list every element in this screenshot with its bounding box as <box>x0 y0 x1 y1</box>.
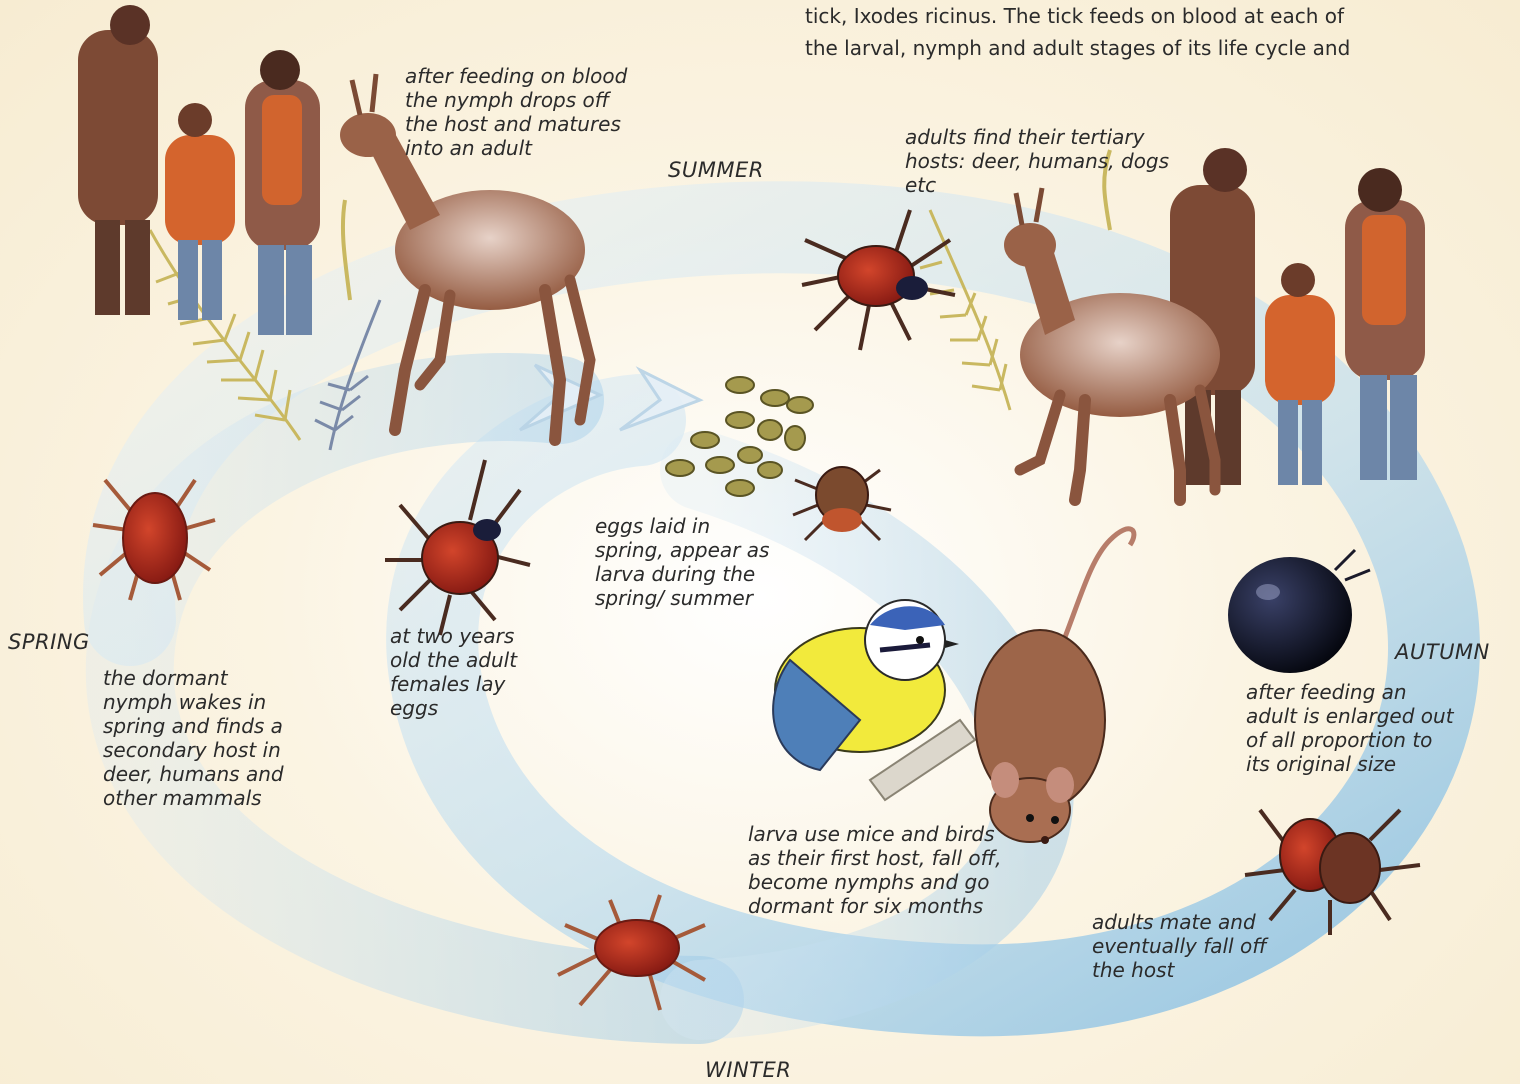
season-winter: WINTER <box>705 1058 791 1082</box>
label-eggs-laid: eggs laid in spring, appear as larva dur… <box>595 514 769 610</box>
label-nymph-drops: after feeding on blood the nymph drops o… <box>405 64 627 160</box>
label-dormant-nymph: the dormant nymph wakes in spring and fi… <box>103 666 284 810</box>
family-left <box>78 5 320 335</box>
intro-text: tick, Ixodes ricinus. The tick feeds on … <box>805 0 1505 64</box>
season-spring: SPRING <box>8 630 90 654</box>
season-autumn: AUTUMN <box>1395 640 1490 664</box>
label-enlarged: after feeding an adult is enlarged out o… <box>1246 680 1454 776</box>
season-summer: SUMMER <box>668 158 764 182</box>
blue-tit-bird <box>773 600 975 800</box>
mouse <box>975 529 1134 844</box>
label-adults-tertiary: adults find their tertiary hosts: deer, … <box>905 125 1169 197</box>
label-adult-females: at two years old the adult females lay e… <box>390 624 517 720</box>
label-larva-hosts: larva use mice and birds as their first … <box>748 822 1001 918</box>
label-adults-mate: adults mate and eventually fall off the … <box>1092 910 1267 982</box>
tick-engorged <box>1228 550 1370 673</box>
